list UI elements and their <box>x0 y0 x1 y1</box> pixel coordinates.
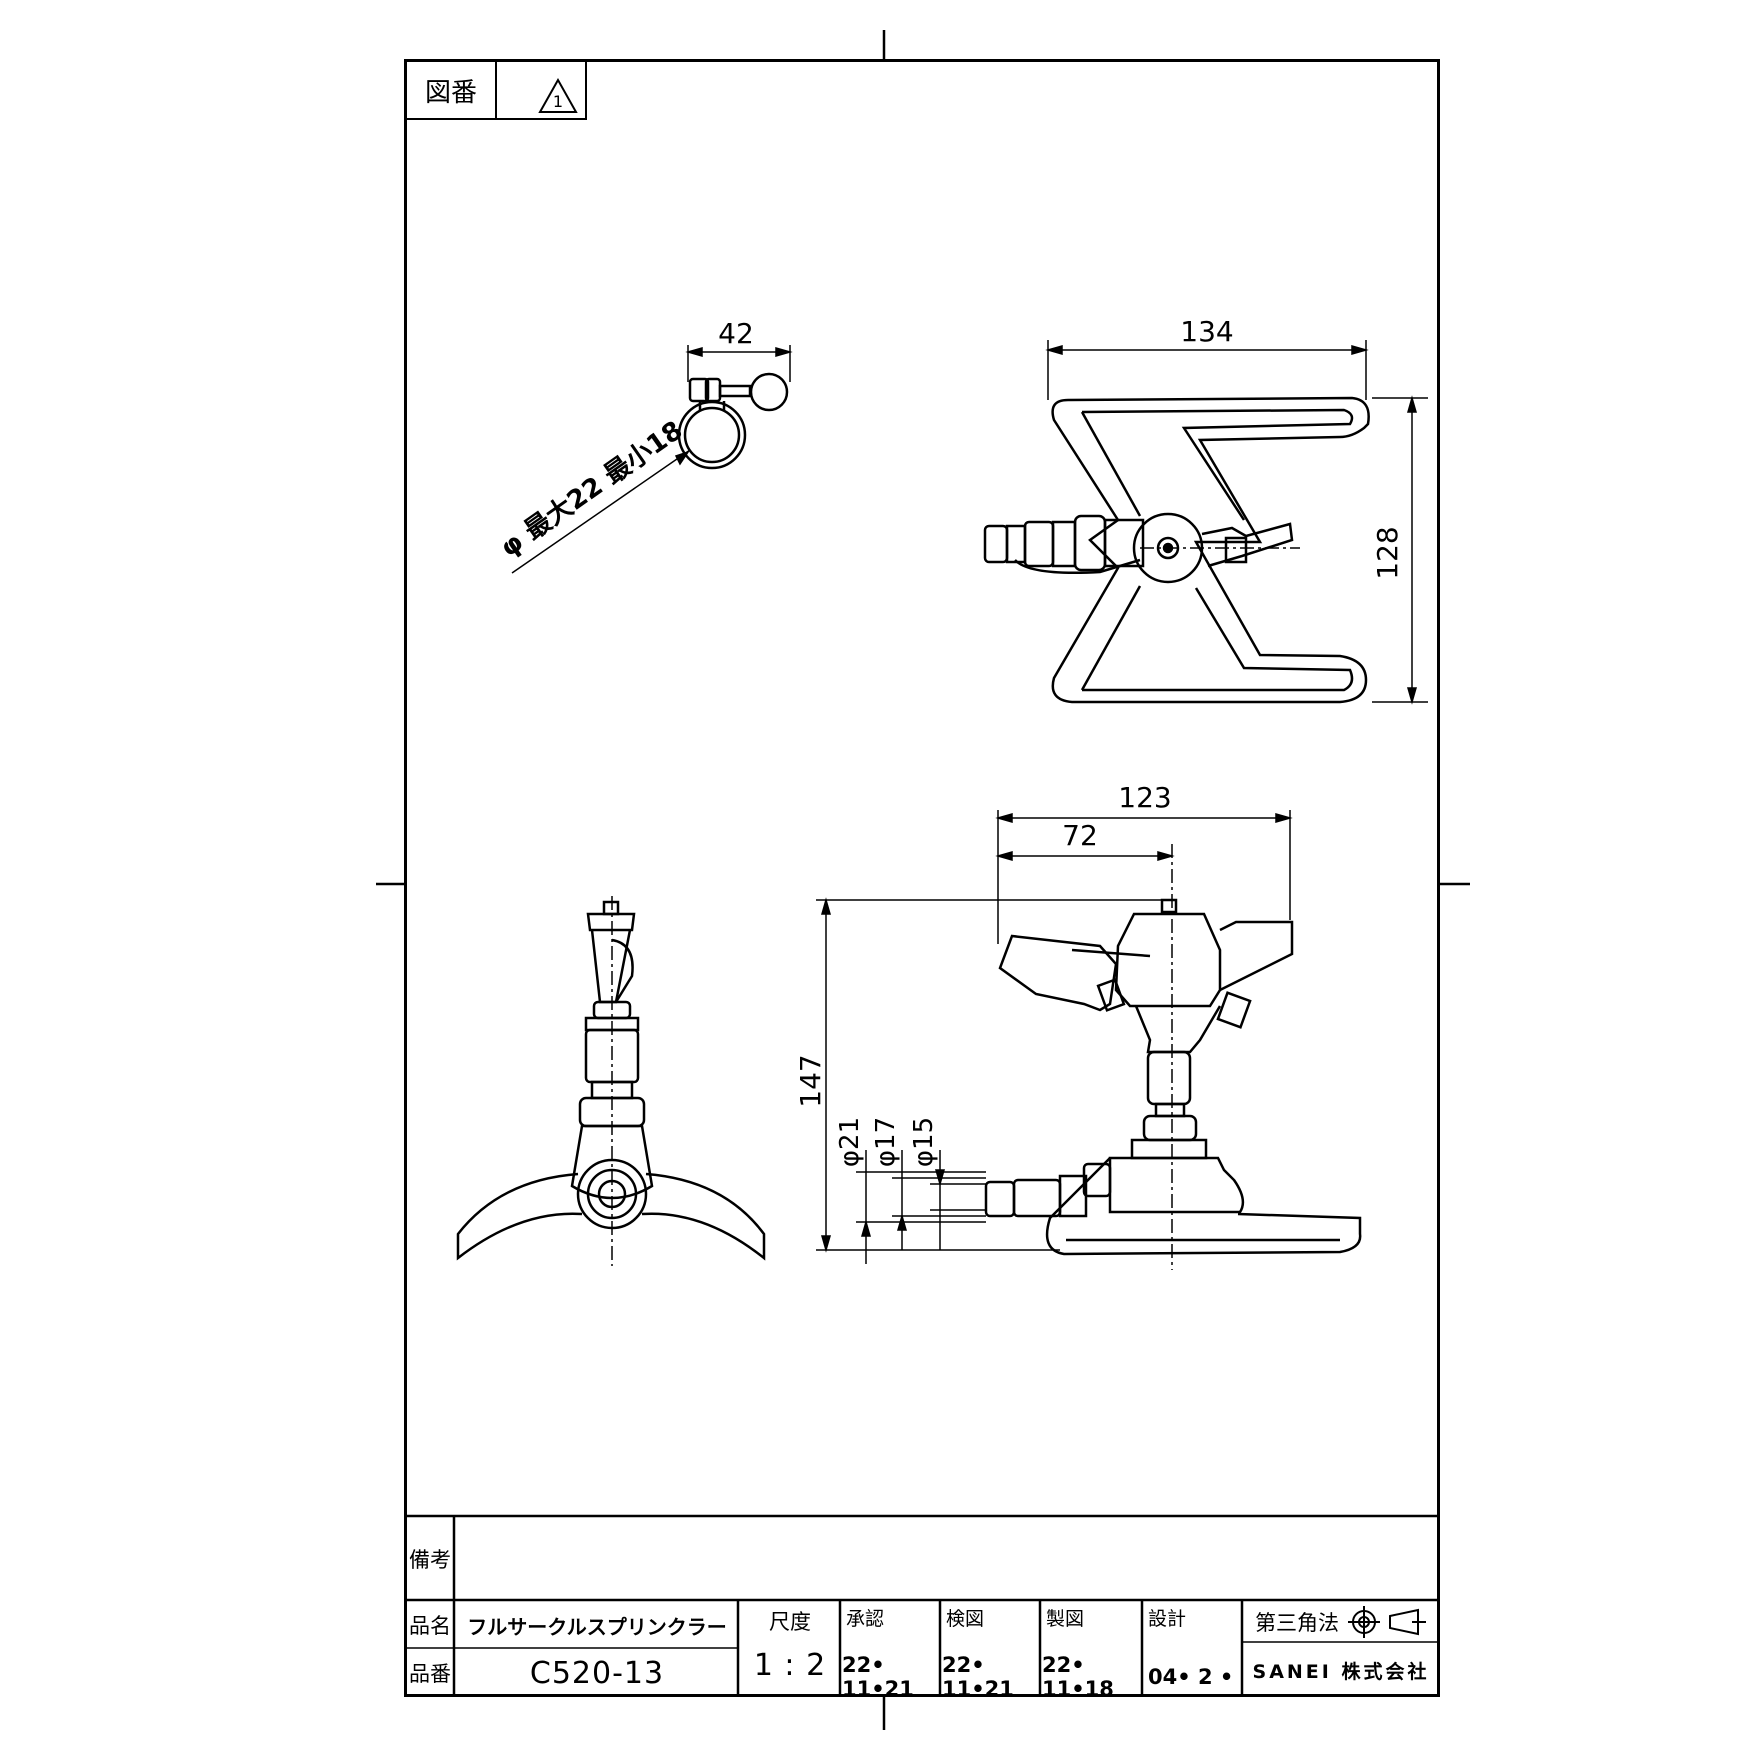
scale-value: 1 : 2 <box>753 1647 827 1683</box>
dim-diameter-21: φ21 <box>835 1116 865 1168</box>
check-label: 検図 <box>946 1607 985 1630</box>
plan-dimension-lines <box>1045 340 1428 705</box>
dim-arm-length: 123 <box>1118 780 1172 814</box>
drafted-date: 22• 11•18 <box>1042 1653 1114 1701</box>
dim-base-width: 134 <box>1180 314 1234 348</box>
dim-clamp-width: 42 <box>718 316 754 350</box>
front-view <box>984 844 1362 1270</box>
check-date: 22• 11•21 <box>942 1653 1014 1701</box>
side-view <box>456 896 766 1266</box>
name-label: 品名 <box>409 1614 451 1638</box>
remarks-value <box>456 1518 1438 1600</box>
projection-label: 第三角法 <box>1255 1611 1339 1635</box>
part-number-value: C520-13 <box>529 1655 665 1691</box>
approval-label: 承認 <box>846 1607 885 1630</box>
drafted-label: 製図 <box>1046 1607 1085 1630</box>
revision-number: 1 <box>552 91 564 111</box>
name-value: フルサークルスプリンクラー <box>467 1614 727 1639</box>
dim-diameter-15: φ15 <box>909 1116 939 1168</box>
dim-base-height: 128 <box>1370 526 1404 580</box>
design-label: 設計 <box>1148 1607 1187 1630</box>
scale-label: 尺度 <box>769 1610 811 1634</box>
dim-diameter-17: φ17 <box>871 1116 901 1168</box>
drawing-frame <box>404 59 1440 1697</box>
third-angle-projection-icon <box>1348 1606 1426 1638</box>
dim-overall-height: 147 <box>793 1054 827 1108</box>
clamp-dimension-lines <box>511 345 793 574</box>
title-block-grid <box>404 1514 1440 1697</box>
dim-nozzle-reach: 72 <box>1062 818 1098 852</box>
approval-date: 22• 11•21 <box>842 1653 914 1701</box>
drawing-number-label: 図番 <box>424 77 477 108</box>
front-dimension-lines <box>816 810 1293 1264</box>
part-number-label: 品番 <box>409 1662 451 1686</box>
clamp-view <box>677 372 789 470</box>
remarks-label: 備考 <box>409 1548 451 1572</box>
design-date: 04• 2 • <box>1148 1665 1234 1689</box>
company-name: SANEI 株式会社 <box>1252 1660 1430 1683</box>
revision-triangle-icon <box>538 77 578 113</box>
plan-view <box>983 396 1370 704</box>
